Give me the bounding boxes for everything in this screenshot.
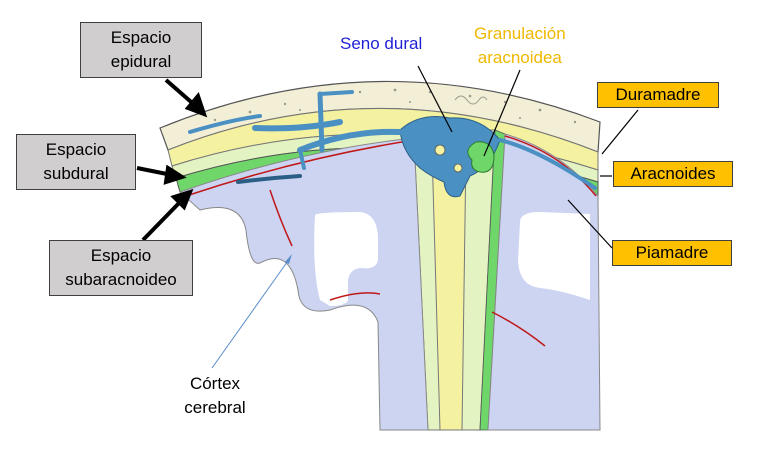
cortex-pointer [212, 258, 290, 368]
label-piamadre: Piamadre [612, 240, 732, 266]
label-granulacion-aracnoidea: Granulación aracnoidea [474, 22, 566, 70]
label-cortex-cerebral: Córtex cerebral [172, 372, 258, 420]
sinus-cell [435, 145, 445, 155]
label-seno-dural: Seno dural [340, 32, 422, 56]
sinus-cell-2 [454, 164, 462, 172]
label-espacio-subdural: Espacio subdural [16, 134, 136, 190]
label-espacio-epidural: Espacio epidural [80, 22, 202, 78]
label-espacio-subaracnoideo: Espacio subaracnoideo [49, 240, 193, 296]
label-duramadre: Duramadre [597, 82, 719, 108]
label-aracnoides: Aracnoides [613, 161, 733, 187]
